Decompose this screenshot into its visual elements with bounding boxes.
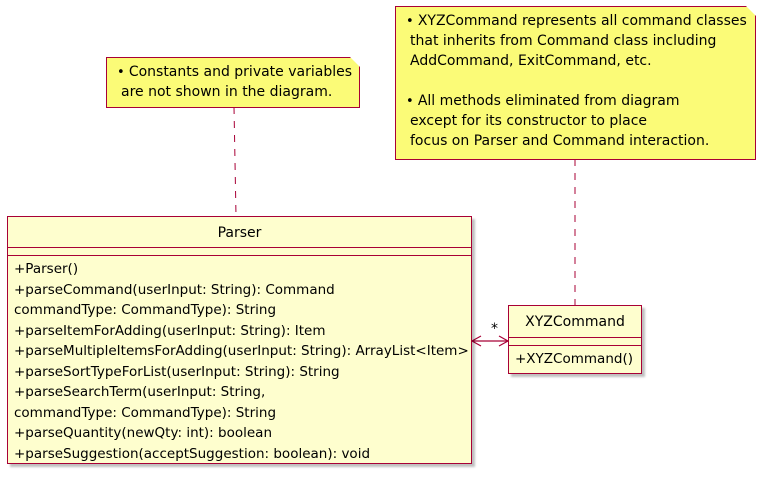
note-line: are not shown in the diagram. (121, 82, 332, 102)
bullet-icon: • (406, 14, 418, 29)
note-text: All methods eliminated from diagram (417, 93, 680, 109)
xyz-command-note: • XYZCommand represents all command clas… (395, 6, 756, 160)
class-method: +parseMultipleItemsForAdding(userInput: … (14, 343, 469, 359)
note-fold-corner (350, 57, 360, 67)
class-method: +parseQuantity(newQty: int): boolean (14, 425, 272, 441)
note-text: XYZCommand represents all command classe… (417, 13, 747, 29)
xyz-divider-1 (509, 337, 641, 338)
class-method: +parseCommand(userInput: String): Comman… (14, 281, 335, 298)
association-arrowhead-left (470, 335, 482, 347)
note-text: that inherits from Command class includi… (410, 33, 717, 49)
class-method: +parseSearchTerm(userInput: String, (14, 384, 266, 400)
note-text: focus on Parser and Command interaction. (410, 133, 710, 149)
class-method: commandType: CommandType): String (14, 302, 277, 318)
note-text: AddCommand, ExitCommand, etc. (410, 53, 652, 69)
xyz-command-class: XYZCommand +XYZCommand() (508, 305, 642, 374)
class-method: +parseSuggestion(acceptSuggestion: boole… (14, 445, 371, 462)
bullet-icon: • (117, 65, 129, 80)
class-method: +XYZCommand() (515, 351, 633, 367)
parser-class: Parser +Parser() +parseCommand(userInput:… (7, 216, 472, 464)
parser-divider-2 (8, 255, 471, 256)
parser-divider-1 (8, 247, 471, 248)
xyz-divider-2 (509, 345, 641, 346)
class-method: commandType: CommandType): String (14, 404, 277, 421)
parser-class-name: Parser (217, 225, 262, 241)
note-text: are not shown in the diagram. (121, 84, 333, 100)
note-line: • Constants and private variables (117, 62, 352, 83)
note-text: except for its constructor to place (410, 113, 648, 129)
note-line: AddCommand, ExitCommand, etc. (410, 51, 652, 71)
class-method: +parseSortTypeForList(userInput: String)… (14, 363, 340, 380)
note-line: • XYZCommand represents all command clas… (406, 11, 747, 32)
xyz-command-class-name: XYZCommand (525, 314, 625, 330)
multiplicity-label: * (491, 321, 498, 337)
bullet-icon: • (406, 94, 418, 109)
class-method: +Parser() (14, 261, 79, 277)
note-line: • All methods eliminated from diagram (406, 91, 680, 112)
class-method: +parseItemForAdding(userInput: String): … (14, 322, 326, 339)
note-text: Constants and private variables (128, 64, 353, 80)
note-line: that inherits from Command class includi… (410, 31, 716, 51)
note-fold-corner (746, 6, 756, 16)
note-line: except for its constructor to place (410, 111, 647, 131)
note-line: focus on Parser and Command interaction. (410, 131, 709, 151)
parser-note-connector (233, 106, 237, 217)
